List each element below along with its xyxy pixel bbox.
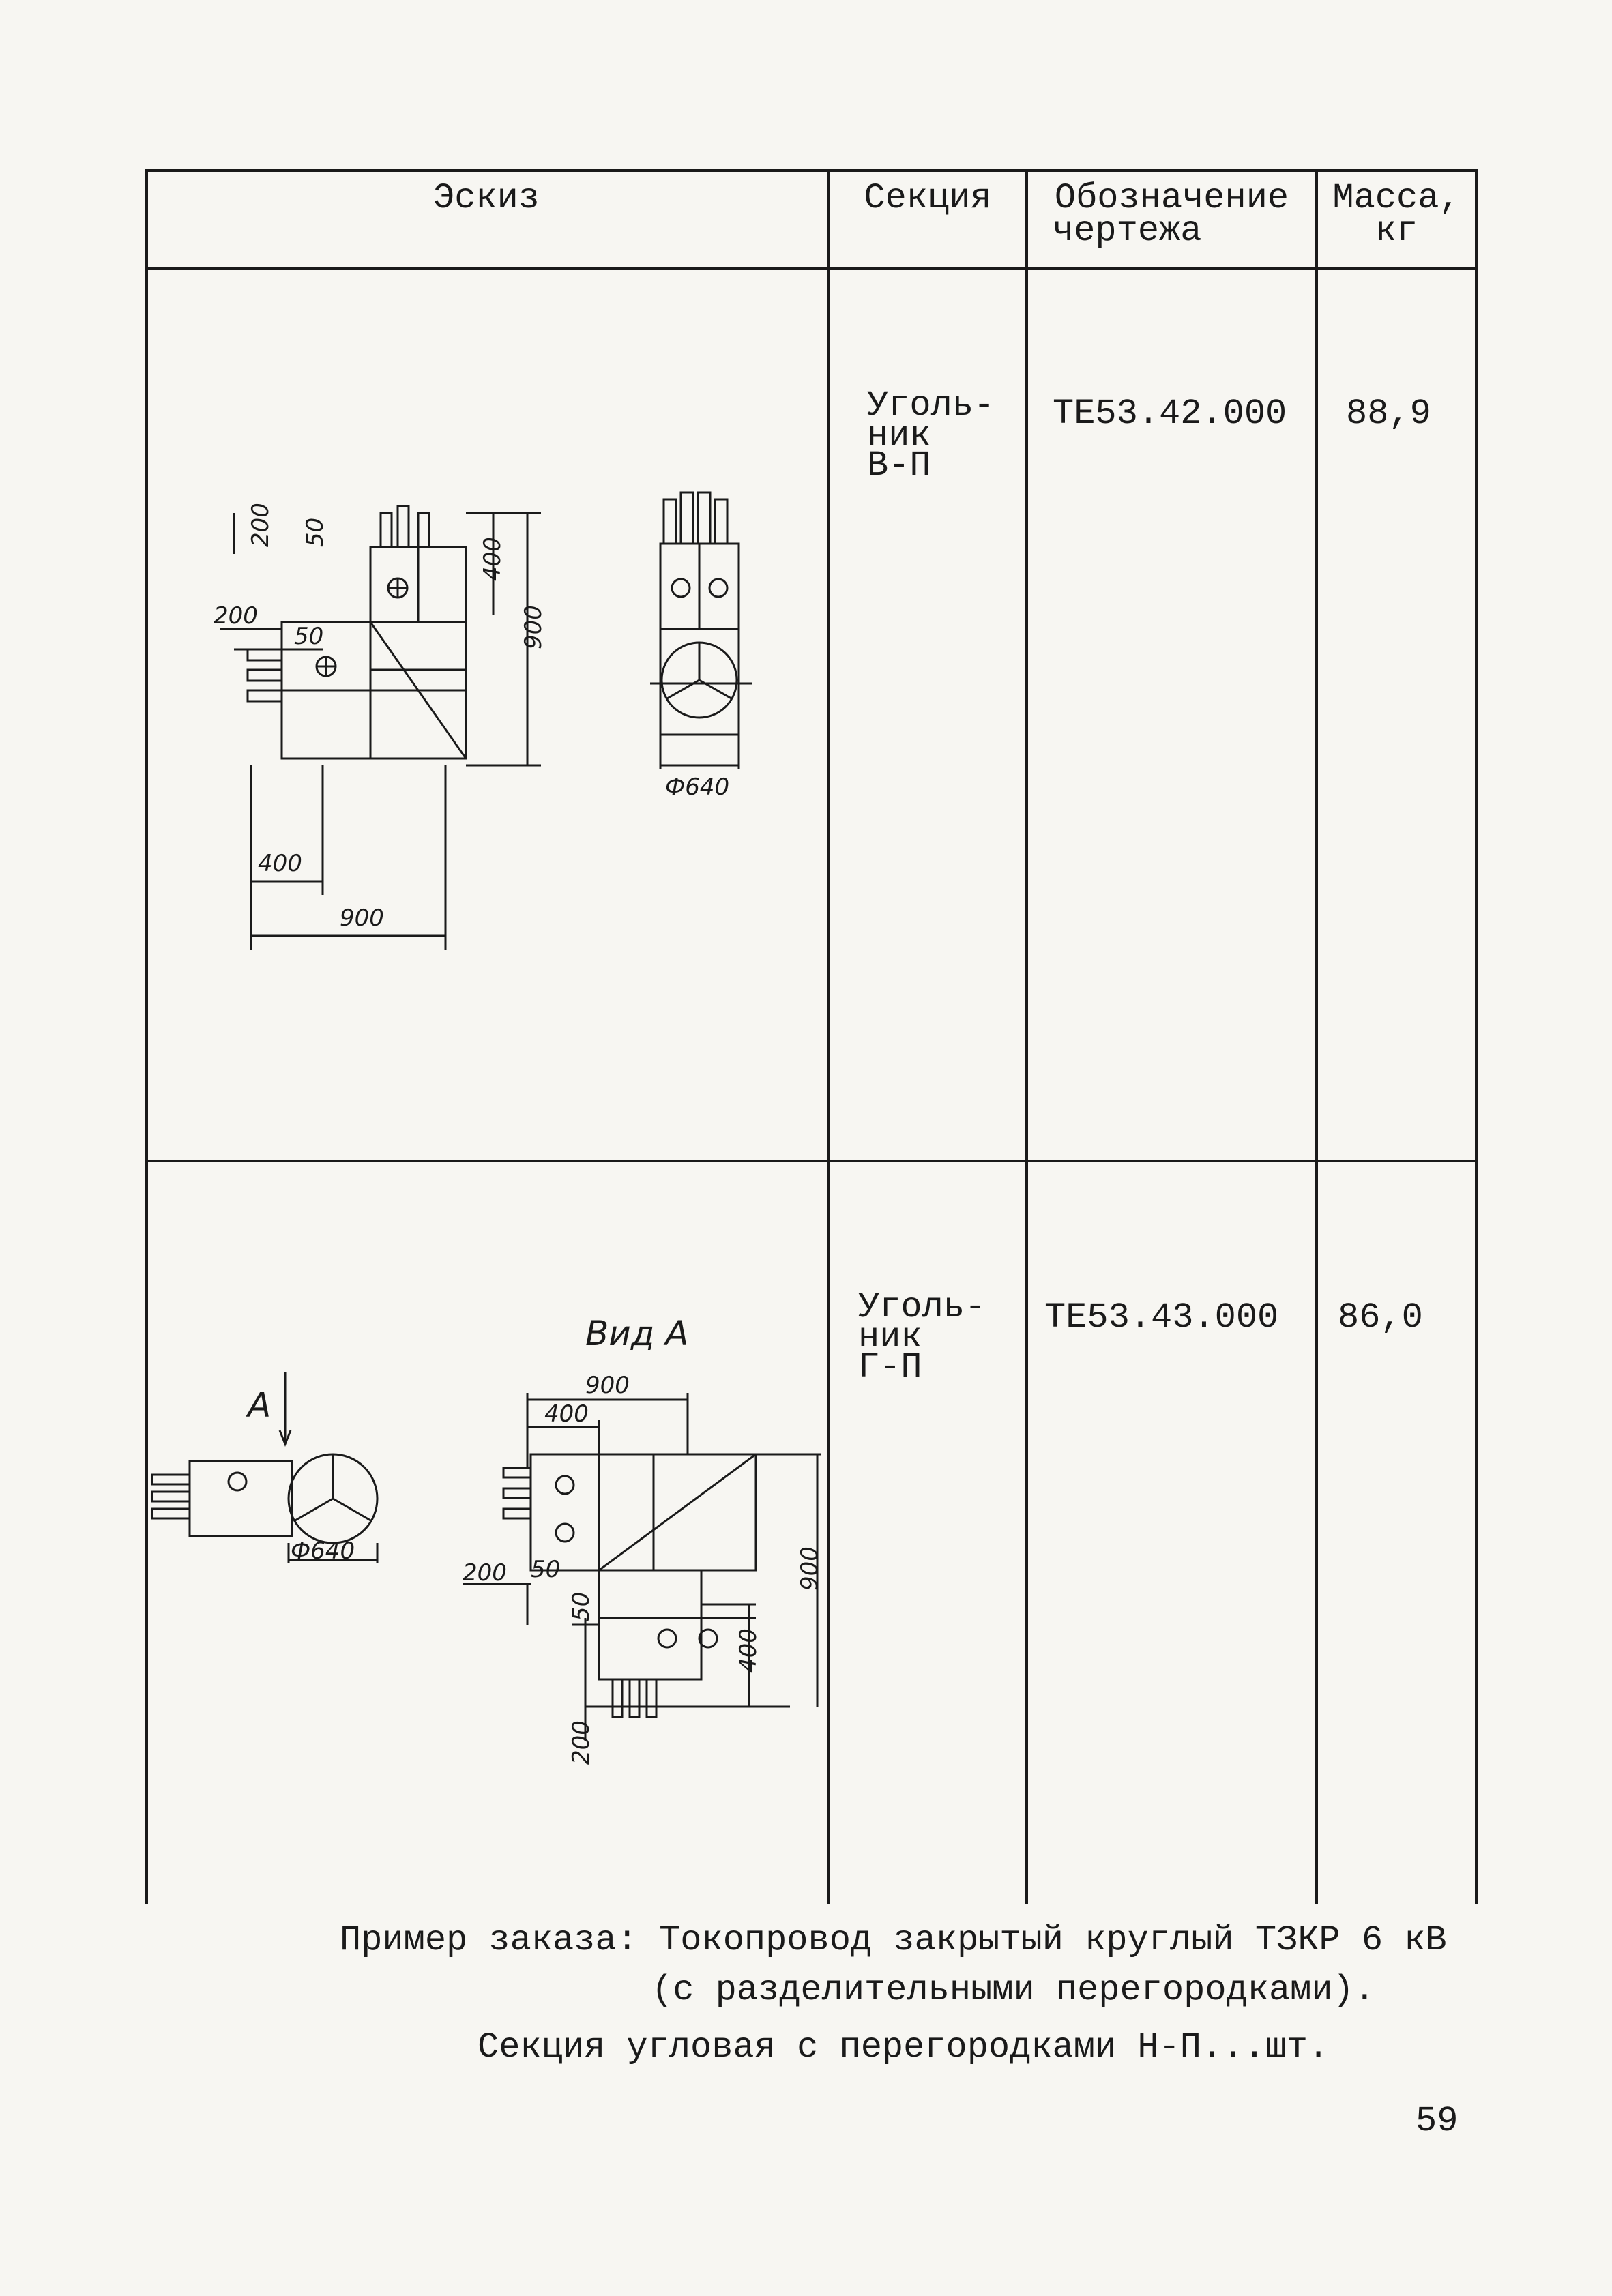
dim-400-top-b: 400 xyxy=(544,1400,589,1428)
row2-sketch-drawing: Вид А А Ф640 900 400 50 200 50 400 900 2… xyxy=(151,1314,823,1765)
arrow-a-label: А xyxy=(246,1385,271,1425)
table-border-right xyxy=(1475,172,1478,1904)
page-number: 59 xyxy=(1416,2101,1459,2141)
dim-50-vert-b: 50 xyxy=(568,1592,595,1621)
header-drawing-1: Обозначение xyxy=(1054,178,1289,218)
dim-phi-640: Ф640 xyxy=(665,774,729,801)
table-border-left xyxy=(145,172,148,1904)
view-a-label: Вид А xyxy=(585,1314,688,1353)
row1-drawing: ТЕ53.42.000 xyxy=(1053,394,1287,434)
row1-section-3: В-П xyxy=(867,445,931,486)
dim-200-left: 200 xyxy=(214,602,258,630)
dim-200-top: 200 xyxy=(247,503,274,547)
row2-mass: 86,0 xyxy=(1338,1297,1423,1338)
header-sketch: Эскиз xyxy=(433,178,540,218)
row1-section-1: Уголь- xyxy=(867,385,995,426)
header-section: Секция xyxy=(864,178,992,218)
dim-900-vert-b: 900 xyxy=(796,1546,823,1591)
row2-section-3: Г-П xyxy=(858,1347,922,1387)
row1-sketch-drawing: 900 400 200 50 200 50 400 900 Ф640 xyxy=(214,491,752,950)
column-divider-2 xyxy=(1025,172,1028,1904)
dim-phi-640-b: Ф640 xyxy=(291,1537,355,1565)
dim-400-vert-b: 400 xyxy=(735,1628,762,1673)
dim-50-mid-b: 50 xyxy=(531,1556,560,1583)
dim-50-top: 50 xyxy=(302,518,329,547)
order-example-line3: Секция угловая с перегородками Н-П...шт. xyxy=(478,2027,1330,2067)
dim-900-bottom: 900 xyxy=(340,904,384,932)
row2-drawing: ТЕ53.43.000 xyxy=(1044,1297,1279,1338)
header-mass-1: Масса, xyxy=(1332,178,1461,218)
row1-sketch: 900 400 200 50 200 50 400 900 Ф640 xyxy=(173,445,821,1018)
row-divider xyxy=(145,1160,1478,1162)
dim-200-left-b: 200 xyxy=(463,1559,507,1587)
row2-sketch: Вид А А Ф640 900 400 50 200 50 400 900 2… xyxy=(149,1291,824,1891)
column-divider-3 xyxy=(1315,172,1318,1904)
dim-400-bottom: 400 xyxy=(258,850,302,877)
row1-mass: 88,9 xyxy=(1346,394,1431,434)
order-example-line1: Пример заказа: Токопровод закрытый кругл… xyxy=(340,1920,1447,1960)
dim-200-bottom-b: 200 xyxy=(568,1720,595,1765)
row2-section-2: ник xyxy=(858,1317,922,1357)
dim-900-right: 900 xyxy=(520,605,547,649)
dim-50-left: 50 xyxy=(294,623,323,650)
header-mass-2: кг xyxy=(1375,211,1418,251)
row2-section-1: Уголь- xyxy=(858,1287,986,1327)
column-divider-1 xyxy=(827,172,830,1904)
header-drawing-2: чертежа xyxy=(1053,211,1202,251)
order-example-line2: (с разделительными перегородками). xyxy=(651,1970,1375,2010)
dim-400-right: 400 xyxy=(479,537,506,581)
spec-table: Эскиз Секция Обозначение чертежа Масса, … xyxy=(145,169,1478,1904)
row1-section-2: ник xyxy=(867,415,931,456)
dim-900-top-b: 900 xyxy=(585,1372,630,1399)
header-divider xyxy=(145,267,1478,270)
